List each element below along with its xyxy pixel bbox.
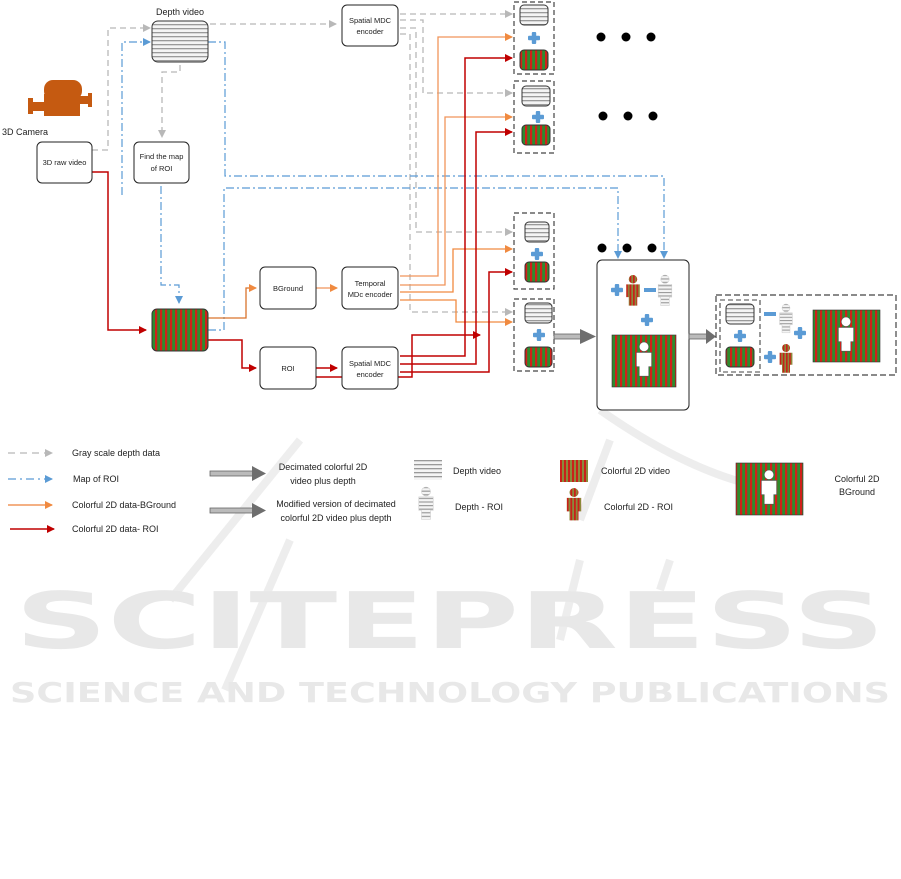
description-group-2 xyxy=(513,80,555,154)
ellipsis-icon-row-3 xyxy=(597,243,657,253)
watermark-subtitle: SCIENCE AND TECHNOLOGY PUBLICATIONS xyxy=(10,676,890,709)
legend-gray-depth-label: Gray scale depth data xyxy=(72,448,160,458)
decimated-arrow-1 xyxy=(553,329,596,344)
temporal-label-2: MDc encoder xyxy=(348,290,393,299)
roi-node xyxy=(259,346,317,390)
spatial-encoder-top xyxy=(341,4,399,47)
legend-decimated-arrow: Decimated colorful 2D video plus depth xyxy=(209,462,368,486)
watermark: SCITEPRESS SCIENCE AND TECHNOLOGY PUBLIC… xyxy=(10,406,890,709)
reconstruction-box xyxy=(596,259,690,411)
legend-colorful-bground-label-2: BGround xyxy=(839,487,875,497)
find-map-label-2: of ROI xyxy=(151,164,173,173)
legend-roi-map: Map of ROI xyxy=(8,474,119,484)
bground-label: BGround xyxy=(273,284,303,293)
legend-colorful-video-label: Colorful 2D video xyxy=(601,466,670,476)
camera-label: 3D Camera xyxy=(2,127,48,137)
depth-video-label: Depth video xyxy=(156,7,204,17)
spatial-encoder-bottom xyxy=(341,346,399,390)
spatial-bottom-label-1: Spatial MDC xyxy=(349,359,392,368)
legend: Gray scale depth data Map of ROI Colorfu… xyxy=(8,448,880,534)
legend-decimated-label-2: video plus depth xyxy=(290,476,356,486)
ellipsis-icon-row-1 xyxy=(596,32,656,42)
raw-video-label: 3D raw video xyxy=(43,158,87,167)
legend-depth-video: Depth video xyxy=(414,460,501,480)
description-group-4 xyxy=(513,298,555,372)
legend-modified-label-2: colorful 2D video plus depth xyxy=(280,513,391,523)
legend-modified-arrow: Modified version of decimated colorful 2… xyxy=(209,499,396,523)
colorful-video-node xyxy=(151,308,209,352)
legend-depth-video-label: Depth video xyxy=(453,466,501,476)
legend-depth-roi: Depth - ROI xyxy=(418,486,503,520)
legend-colorful-video: Colorful 2D video xyxy=(560,460,670,482)
roi-label: ROI xyxy=(281,364,294,373)
raw-video-node xyxy=(36,141,93,184)
legend-modified-label-1: Modified version of decimated xyxy=(276,499,396,509)
legend-colorful-roi-label: Colorful 2D - ROI xyxy=(604,502,673,512)
legend-roi-label: Colorful 2D data- ROI xyxy=(72,524,159,534)
spatial-top-label-2: encoder xyxy=(356,27,384,36)
find-map-node xyxy=(133,141,190,184)
bground-node xyxy=(259,266,317,310)
description-group-3 xyxy=(513,212,555,290)
legend-gray-depth: Gray scale depth data xyxy=(8,448,160,458)
watermark-title: SCITEPRESS xyxy=(15,577,885,667)
legend-colorful-bground: Colorful 2D BGround xyxy=(735,462,880,516)
legend-roi-map-label: Map of ROI xyxy=(73,474,119,484)
output-box xyxy=(715,294,897,376)
bground-flows xyxy=(208,33,513,326)
legend-colorful-bground-label-1: Colorful 2D xyxy=(834,474,880,484)
legend-bground-label: Colorful 2D data-BGround xyxy=(72,500,176,510)
spatial-top-label-1: Spatial MDC xyxy=(349,16,392,25)
camera-icon xyxy=(28,80,92,116)
spatial-bottom-label-2: encoder xyxy=(356,370,384,379)
legend-depth-roi-label: Depth - ROI xyxy=(455,502,503,512)
legend-roi: Colorful 2D data- ROI xyxy=(10,524,159,534)
legend-colorful-roi: Colorful 2D - ROI xyxy=(566,488,673,521)
temporal-encoder xyxy=(341,266,399,310)
depth-video-node xyxy=(151,20,209,63)
depth-data-flows xyxy=(92,10,513,316)
temporal-label-1: Temporal xyxy=(355,279,386,288)
legend-bground: Colorful 2D data-BGround xyxy=(8,500,176,510)
find-map-label-1: Find the map xyxy=(140,152,184,161)
description-group-1 xyxy=(513,1,555,75)
legend-decimated-label-1: Decimated colorful 2D xyxy=(279,462,368,472)
roi-map-flows xyxy=(121,38,668,331)
ellipsis-icon-row-2 xyxy=(598,111,658,121)
modified-arrow-1 xyxy=(688,329,716,344)
